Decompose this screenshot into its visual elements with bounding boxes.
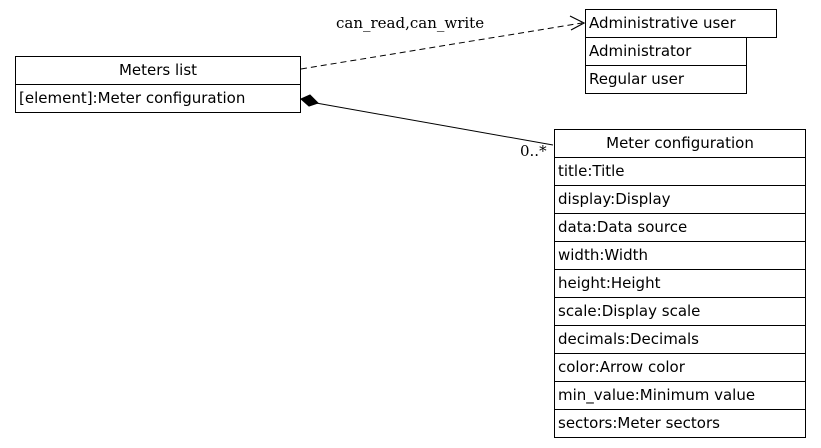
- meters-list-node: Meters list [element]:Meter configuratio…: [15, 56, 301, 114]
- node-attribute: Regular user: [585, 65, 747, 94]
- open-arrowhead-icon: [569, 15, 586, 31]
- administrative-user-node: Administrative user Administrator Regula…: [585, 9, 777, 96]
- permissions-edge: [300, 22, 583, 70]
- composition-multiplicity-label: 0..*: [520, 142, 547, 160]
- meter-configuration-node: Meter configuration title:Title display:…: [554, 129, 806, 438]
- filled-diamond-icon: [300, 94, 319, 107]
- permissions-edge-label: can_read,can_write: [336, 14, 485, 32]
- node-attribute: [element]:Meter configuration: [15, 84, 301, 113]
- node-title: Administrative user: [585, 9, 777, 38]
- node-attribute: display:Display: [554, 185, 806, 214]
- node-attribute: Administrator: [585, 37, 747, 66]
- node-attribute: height:Height: [554, 269, 806, 298]
- node-attribute: title:Title: [554, 157, 806, 186]
- node-attribute: min_value:Minimum value: [554, 381, 806, 410]
- node-attribute: width:Width: [554, 241, 806, 270]
- node-attribute: color:Arrow color: [554, 353, 806, 382]
- node-attribute: data:Data source: [554, 213, 806, 242]
- node-title: Meters list: [15, 56, 301, 85]
- composition-edge: [315, 102, 554, 146]
- node-attribute: sectors:Meter sectors: [554, 409, 806, 438]
- node-attribute: decimals:Decimals: [554, 325, 806, 354]
- node-attribute: scale:Display scale: [554, 297, 806, 326]
- node-title: Meter configuration: [554, 129, 806, 158]
